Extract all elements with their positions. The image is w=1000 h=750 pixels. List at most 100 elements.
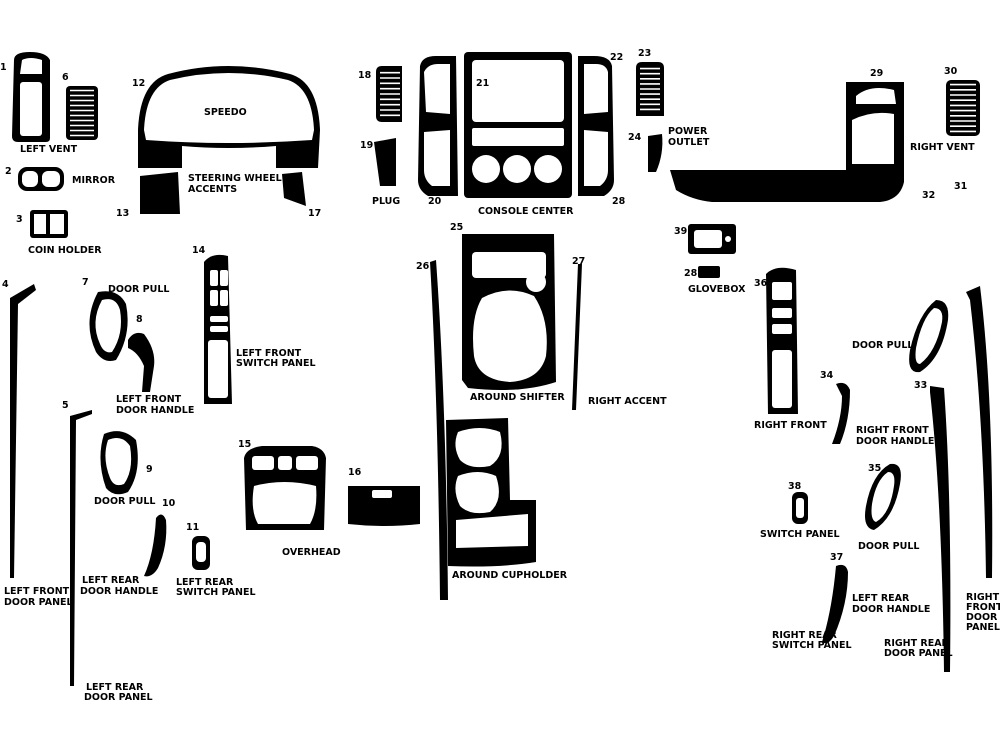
label-glovebox: GLOVEBOX xyxy=(688,284,746,295)
label-lf-handle-1: LEFT FRONT xyxy=(116,394,182,405)
label-lr-panel-1: LEFT REAR xyxy=(86,682,144,693)
steering-accent-13 xyxy=(140,172,180,214)
label-lr-handle-1: LEFT REAR xyxy=(82,575,140,586)
num-3: 3 xyxy=(16,214,23,225)
num-1: 1 xyxy=(0,62,7,73)
num-20: 20 xyxy=(428,196,442,207)
overhead-piece-16 xyxy=(348,486,420,526)
label-power-1: POWER xyxy=(668,126,708,137)
console-center-piece xyxy=(464,52,572,198)
label-right-accent: RIGHT ACCENT xyxy=(588,396,667,407)
label-power-2: OUTLET xyxy=(668,137,710,148)
num-22: 22 xyxy=(610,52,623,63)
label-lr-handle-2: DOOR HANDLE xyxy=(80,586,158,597)
num-39: 39 xyxy=(674,226,687,237)
label-rf-panel-4: PANEL xyxy=(966,622,1000,633)
right-dash-piece xyxy=(670,82,904,202)
num-10: 10 xyxy=(162,498,176,509)
label-console-center: CONSOLE CENTER xyxy=(478,206,574,217)
num-4: 4 xyxy=(2,279,9,290)
label-door-pull-rr: DOOR PULL xyxy=(858,541,919,552)
num-30: 30 xyxy=(944,66,958,77)
label-rr-handle-2: DOOR HANDLE xyxy=(852,604,930,615)
num-33: 33 xyxy=(914,380,927,391)
num-24: 24 xyxy=(628,132,642,143)
lf-door-handle-8 xyxy=(128,332,155,392)
num-37: 37 xyxy=(830,552,843,563)
left-rear-door-panel xyxy=(70,410,92,686)
num-25: 25 xyxy=(450,222,463,233)
label-switch-panel: SWITCH PANEL xyxy=(760,529,840,540)
num-5: 5 xyxy=(62,400,69,411)
num-8: 8 xyxy=(136,314,143,325)
label-mirror: MIRROR xyxy=(72,175,116,186)
num-7: 7 xyxy=(82,277,89,288)
steering-accent-17 xyxy=(282,172,306,206)
num-38: 38 xyxy=(788,481,802,492)
label-steering-1: STEERING WHEEL xyxy=(188,173,282,184)
coin-holder-piece xyxy=(30,210,68,238)
console-right-side xyxy=(578,56,614,196)
num-2: 2 xyxy=(5,166,12,177)
label-rf-panel-2: FRONT xyxy=(966,602,1000,613)
num-19: 19 xyxy=(360,140,373,151)
lr-door-handle-10 xyxy=(144,514,167,577)
num-13: 13 xyxy=(116,208,129,219)
num-14: 14 xyxy=(192,245,206,256)
label-lf-panel-2: DOOR PANEL xyxy=(4,597,73,608)
num-28: 28 xyxy=(612,196,626,207)
num-28b: 28 xyxy=(684,268,698,279)
left-accent-26 xyxy=(430,260,448,600)
num-26: 26 xyxy=(416,261,430,272)
label-lr-switch-1: LEFT REAR xyxy=(176,577,234,588)
label-around-cupholder: AROUND CUPHOLDER xyxy=(452,570,568,581)
left-vent-piece xyxy=(12,52,50,142)
label-rf-panel-3: DOOR xyxy=(966,612,998,623)
num-31: 31 xyxy=(954,181,967,192)
vent-30 xyxy=(946,80,980,136)
num-34: 34 xyxy=(820,370,834,381)
num-35: 35 xyxy=(868,463,881,474)
right-front-door-panel-31 xyxy=(966,286,993,578)
num-16: 16 xyxy=(348,467,362,478)
vent-grille-6 xyxy=(66,86,98,140)
label-door-pull-rf: DOOR PULL xyxy=(852,340,913,351)
num-9: 9 xyxy=(146,464,153,475)
label-steering-2: ACCENTS xyxy=(188,184,237,195)
label-rf-handle-2: DOOR HANDLE xyxy=(856,436,934,447)
num-23: 23 xyxy=(638,48,651,59)
label-rr-panel-2: DOOR PANEL xyxy=(884,648,953,659)
num-21: 21 xyxy=(476,78,489,89)
door-pull-rf xyxy=(909,300,949,373)
label-speedo: SPEEDO xyxy=(204,107,247,118)
label-around-shifter: AROUND SHIFTER xyxy=(470,392,565,403)
vent-23 xyxy=(636,62,664,116)
label-lf-handle-2: DOOR HANDLE xyxy=(116,405,194,416)
label-overhead: OVERHEAD xyxy=(282,547,341,558)
label-rf-handle-1: RIGHT FRONT xyxy=(856,425,929,436)
label-door-pull-lr: DOOR PULL xyxy=(94,496,155,507)
rf-switch-panel-36 xyxy=(766,267,798,414)
left-front-door-panel xyxy=(10,284,36,578)
mirror-piece xyxy=(18,167,64,191)
num-12: 12 xyxy=(132,78,145,89)
label-plug: PLUG xyxy=(372,196,400,207)
lf-switch-panel-14 xyxy=(204,254,232,404)
label-lf-switch-2: SWITCH PANEL xyxy=(236,358,316,369)
power-outlet-piece xyxy=(648,134,663,172)
part-numbers: 1 6 2 3 12 13 17 18 19 20 21 22 28 23 24… xyxy=(0,48,967,563)
switch-panel-38 xyxy=(792,492,808,524)
label-right-front: RIGHT FRONT xyxy=(754,420,827,431)
glovebox-strip-28 xyxy=(698,266,720,278)
door-pull-9 xyxy=(100,431,138,495)
rr-door-handle-37 xyxy=(822,564,848,644)
num-29: 29 xyxy=(870,68,883,79)
label-coin-holder: COIN HOLDER xyxy=(28,245,102,256)
num-36: 36 xyxy=(754,278,768,289)
num-32: 32 xyxy=(922,190,935,201)
label-lf-panel-1: LEFT FRONT xyxy=(4,586,70,597)
door-pull-7 xyxy=(89,291,128,361)
right-accent-27 xyxy=(572,264,582,410)
label-rr-panel-1: RIGHT REAR xyxy=(884,638,950,649)
